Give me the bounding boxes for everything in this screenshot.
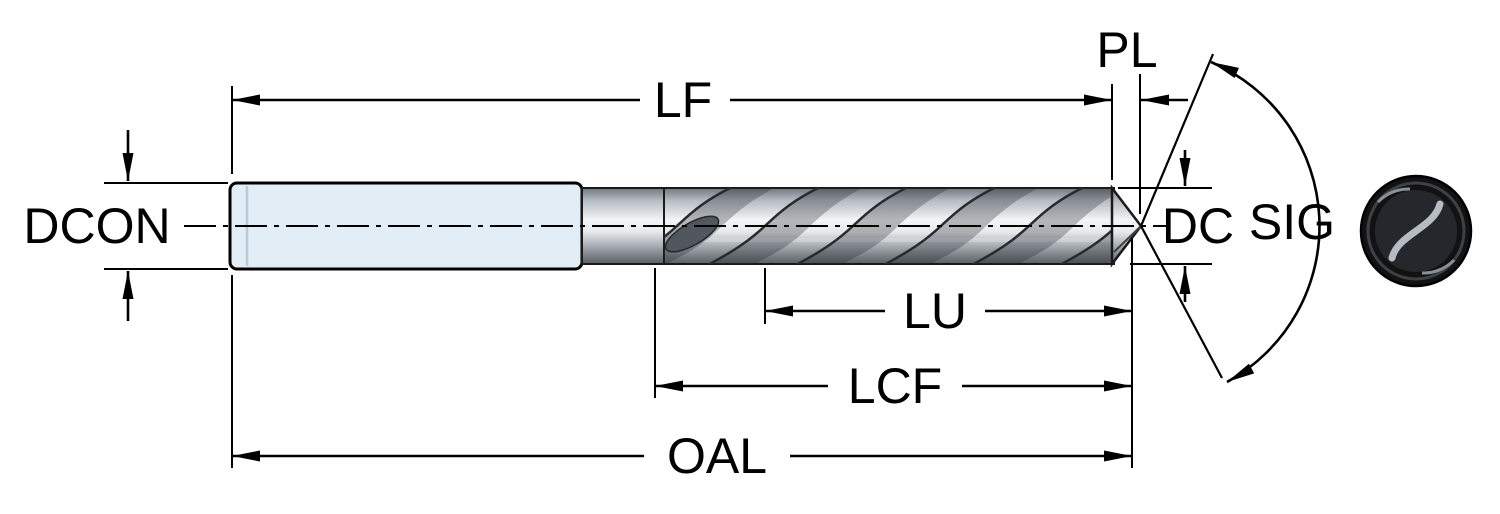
sig-label: SIG xyxy=(1249,194,1335,250)
dim-lcf: LCF xyxy=(654,268,1132,414)
dc-label: DC xyxy=(1162,198,1234,254)
dim-pl: PL xyxy=(1096,22,1188,214)
lu-label: LU xyxy=(903,283,967,339)
dim-lf: LF xyxy=(231,72,1113,180)
point-facet-line xyxy=(1113,225,1142,253)
dim-sig: SIG xyxy=(1139,53,1335,384)
drill-end-view xyxy=(1359,174,1473,288)
lcf-label: LCF xyxy=(848,358,942,414)
dim-dcon: DCON xyxy=(23,130,228,321)
pl-label: PL xyxy=(1096,22,1157,78)
end-view-flute-web xyxy=(1388,200,1444,262)
oal-label: OAL xyxy=(667,428,767,484)
lf-label: LF xyxy=(654,72,712,128)
dcon-label: DCON xyxy=(23,198,170,254)
dim-oal: OAL xyxy=(231,238,1133,484)
dim-lu: LU xyxy=(764,268,1132,339)
